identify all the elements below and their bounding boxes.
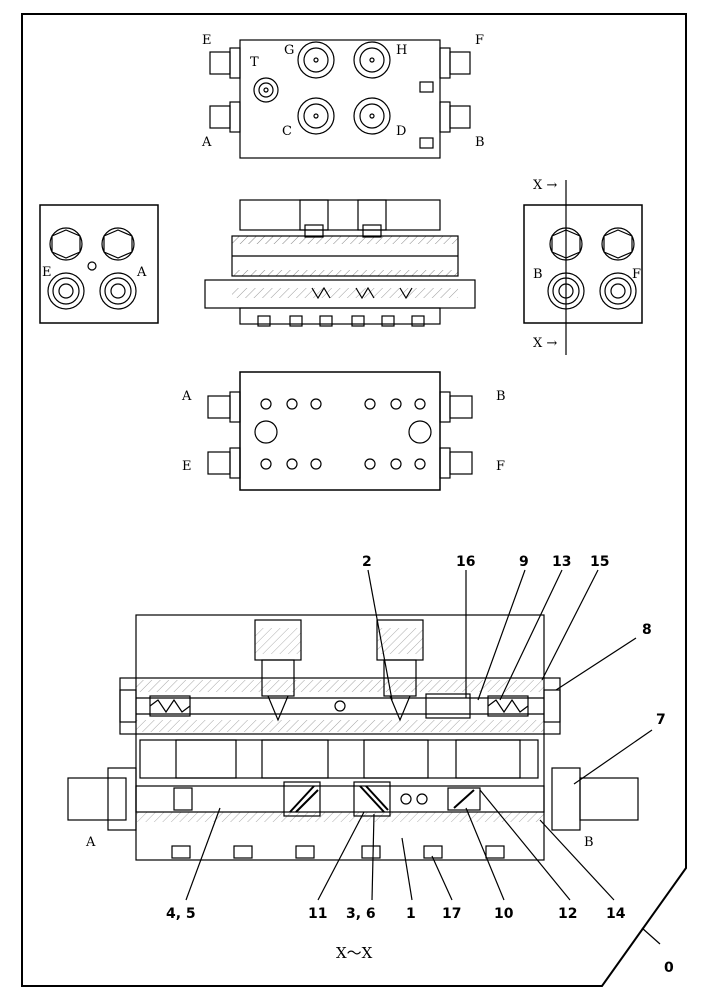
bottom-port-b-label: B <box>496 389 506 404</box>
callout-leaders-top <box>367 569 653 785</box>
section-title: X～X <box>336 944 373 962</box>
callout-10: 10 <box>494 906 514 922</box>
top-port-h-label: H <box>396 43 407 58</box>
top-port-f-label: F <box>475 33 484 48</box>
callout-9: 9 <box>519 554 529 570</box>
callout-1: 1 <box>406 906 416 922</box>
page-frame <box>21 13 687 987</box>
right-end-port-b-label: B <box>533 267 543 282</box>
bottom-port-a-label: A <box>181 389 192 404</box>
side-view <box>204 199 476 327</box>
section-mark-top: X → <box>533 178 557 193</box>
callout-leaders-bottom <box>185 789 661 945</box>
callout-13: 13 <box>552 554 571 570</box>
section-mark-bottom: X → <box>533 336 557 351</box>
top-port-b-label: B <box>475 135 485 150</box>
callout-3-6: 3, 6 <box>346 906 376 922</box>
top-view <box>209 39 471 159</box>
callout-7: 7 <box>656 712 666 728</box>
callout-8: 8 <box>642 622 652 638</box>
bottom-view <box>207 371 473 491</box>
top-port-g-label: G <box>284 43 294 58</box>
left-end-port-a-label: A <box>136 265 147 280</box>
left-end-view <box>39 204 159 324</box>
top-port-e-label: E <box>202 33 212 48</box>
callout-12: 12 <box>558 906 577 922</box>
callout-17: 17 <box>442 906 461 922</box>
section-port-b-label: B <box>584 835 594 850</box>
top-port-c-label: C <box>282 124 292 139</box>
left-end-port-e-label: E <box>42 265 52 280</box>
callout-2: 2 <box>362 554 372 570</box>
callout-16: 16 <box>456 554 475 570</box>
top-port-d-label: D <box>396 124 406 139</box>
right-end-view <box>523 180 643 355</box>
callout-4-5: 4, 5 <box>166 906 196 922</box>
callout-11: 11 <box>308 906 327 922</box>
callout-14: 14 <box>606 906 626 922</box>
callout-15: 15 <box>590 554 609 570</box>
right-end-port-f-label: F <box>632 267 641 282</box>
section-port-a-label: A <box>85 835 96 850</box>
top-port-a-label: A <box>201 135 212 150</box>
section-view <box>67 614 639 861</box>
bottom-port-e-label: E <box>182 459 192 474</box>
corner-label: 0 <box>664 960 674 976</box>
top-port-t-label: T <box>250 55 259 70</box>
bottom-port-f-label: F <box>496 459 505 474</box>
